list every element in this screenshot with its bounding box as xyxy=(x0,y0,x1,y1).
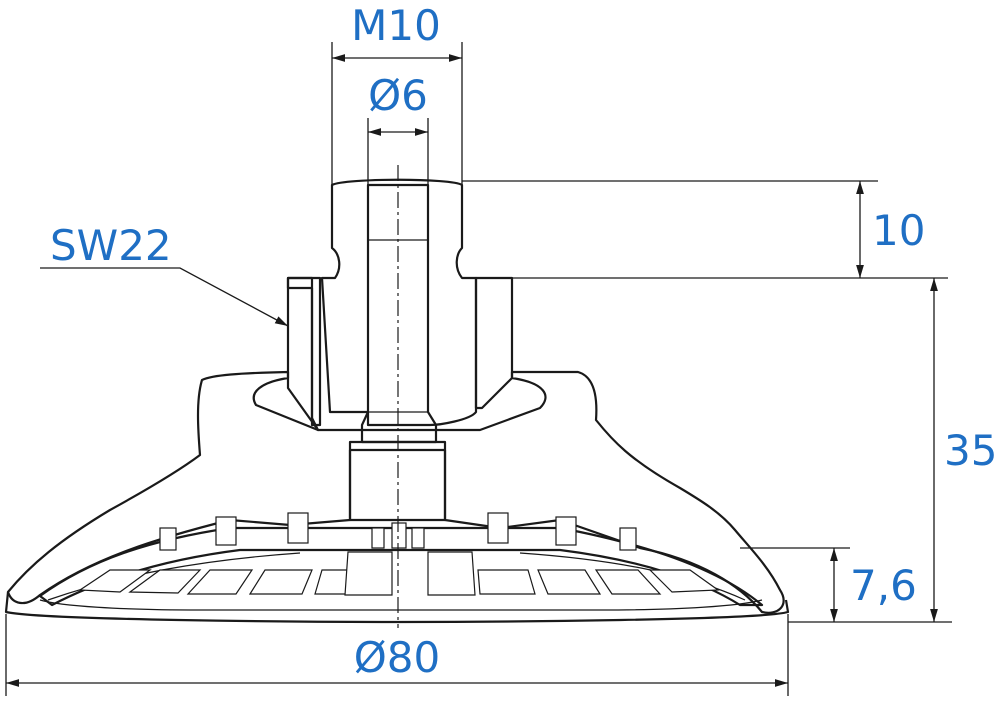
label-lip-height: 7,6 xyxy=(850,561,917,610)
label-m10: M10 xyxy=(351,1,441,50)
label-sw22: SW22 xyxy=(50,221,172,270)
dimension-sw22: SW22 xyxy=(40,221,289,327)
dimension-bore-6: Ø6 xyxy=(367,71,429,185)
dimension-m10: M10 xyxy=(331,1,463,185)
cup-grid-structure xyxy=(4,512,790,624)
rubber-cup-body xyxy=(6,370,785,614)
dimension-thread-length: 10 xyxy=(462,180,948,279)
label-bore-6: Ø6 xyxy=(368,71,428,120)
label-total-height: 35 xyxy=(944,426,997,475)
label-thread-length: 10 xyxy=(872,206,925,255)
label-cup-diameter: Ø80 xyxy=(354,633,441,682)
dimension-total-height: 35 xyxy=(788,278,997,623)
dimension-lip-height: 7,6 xyxy=(740,547,917,622)
threaded-fitting xyxy=(286,178,514,522)
dimension-cup-diameter: Ø80 xyxy=(5,614,789,696)
